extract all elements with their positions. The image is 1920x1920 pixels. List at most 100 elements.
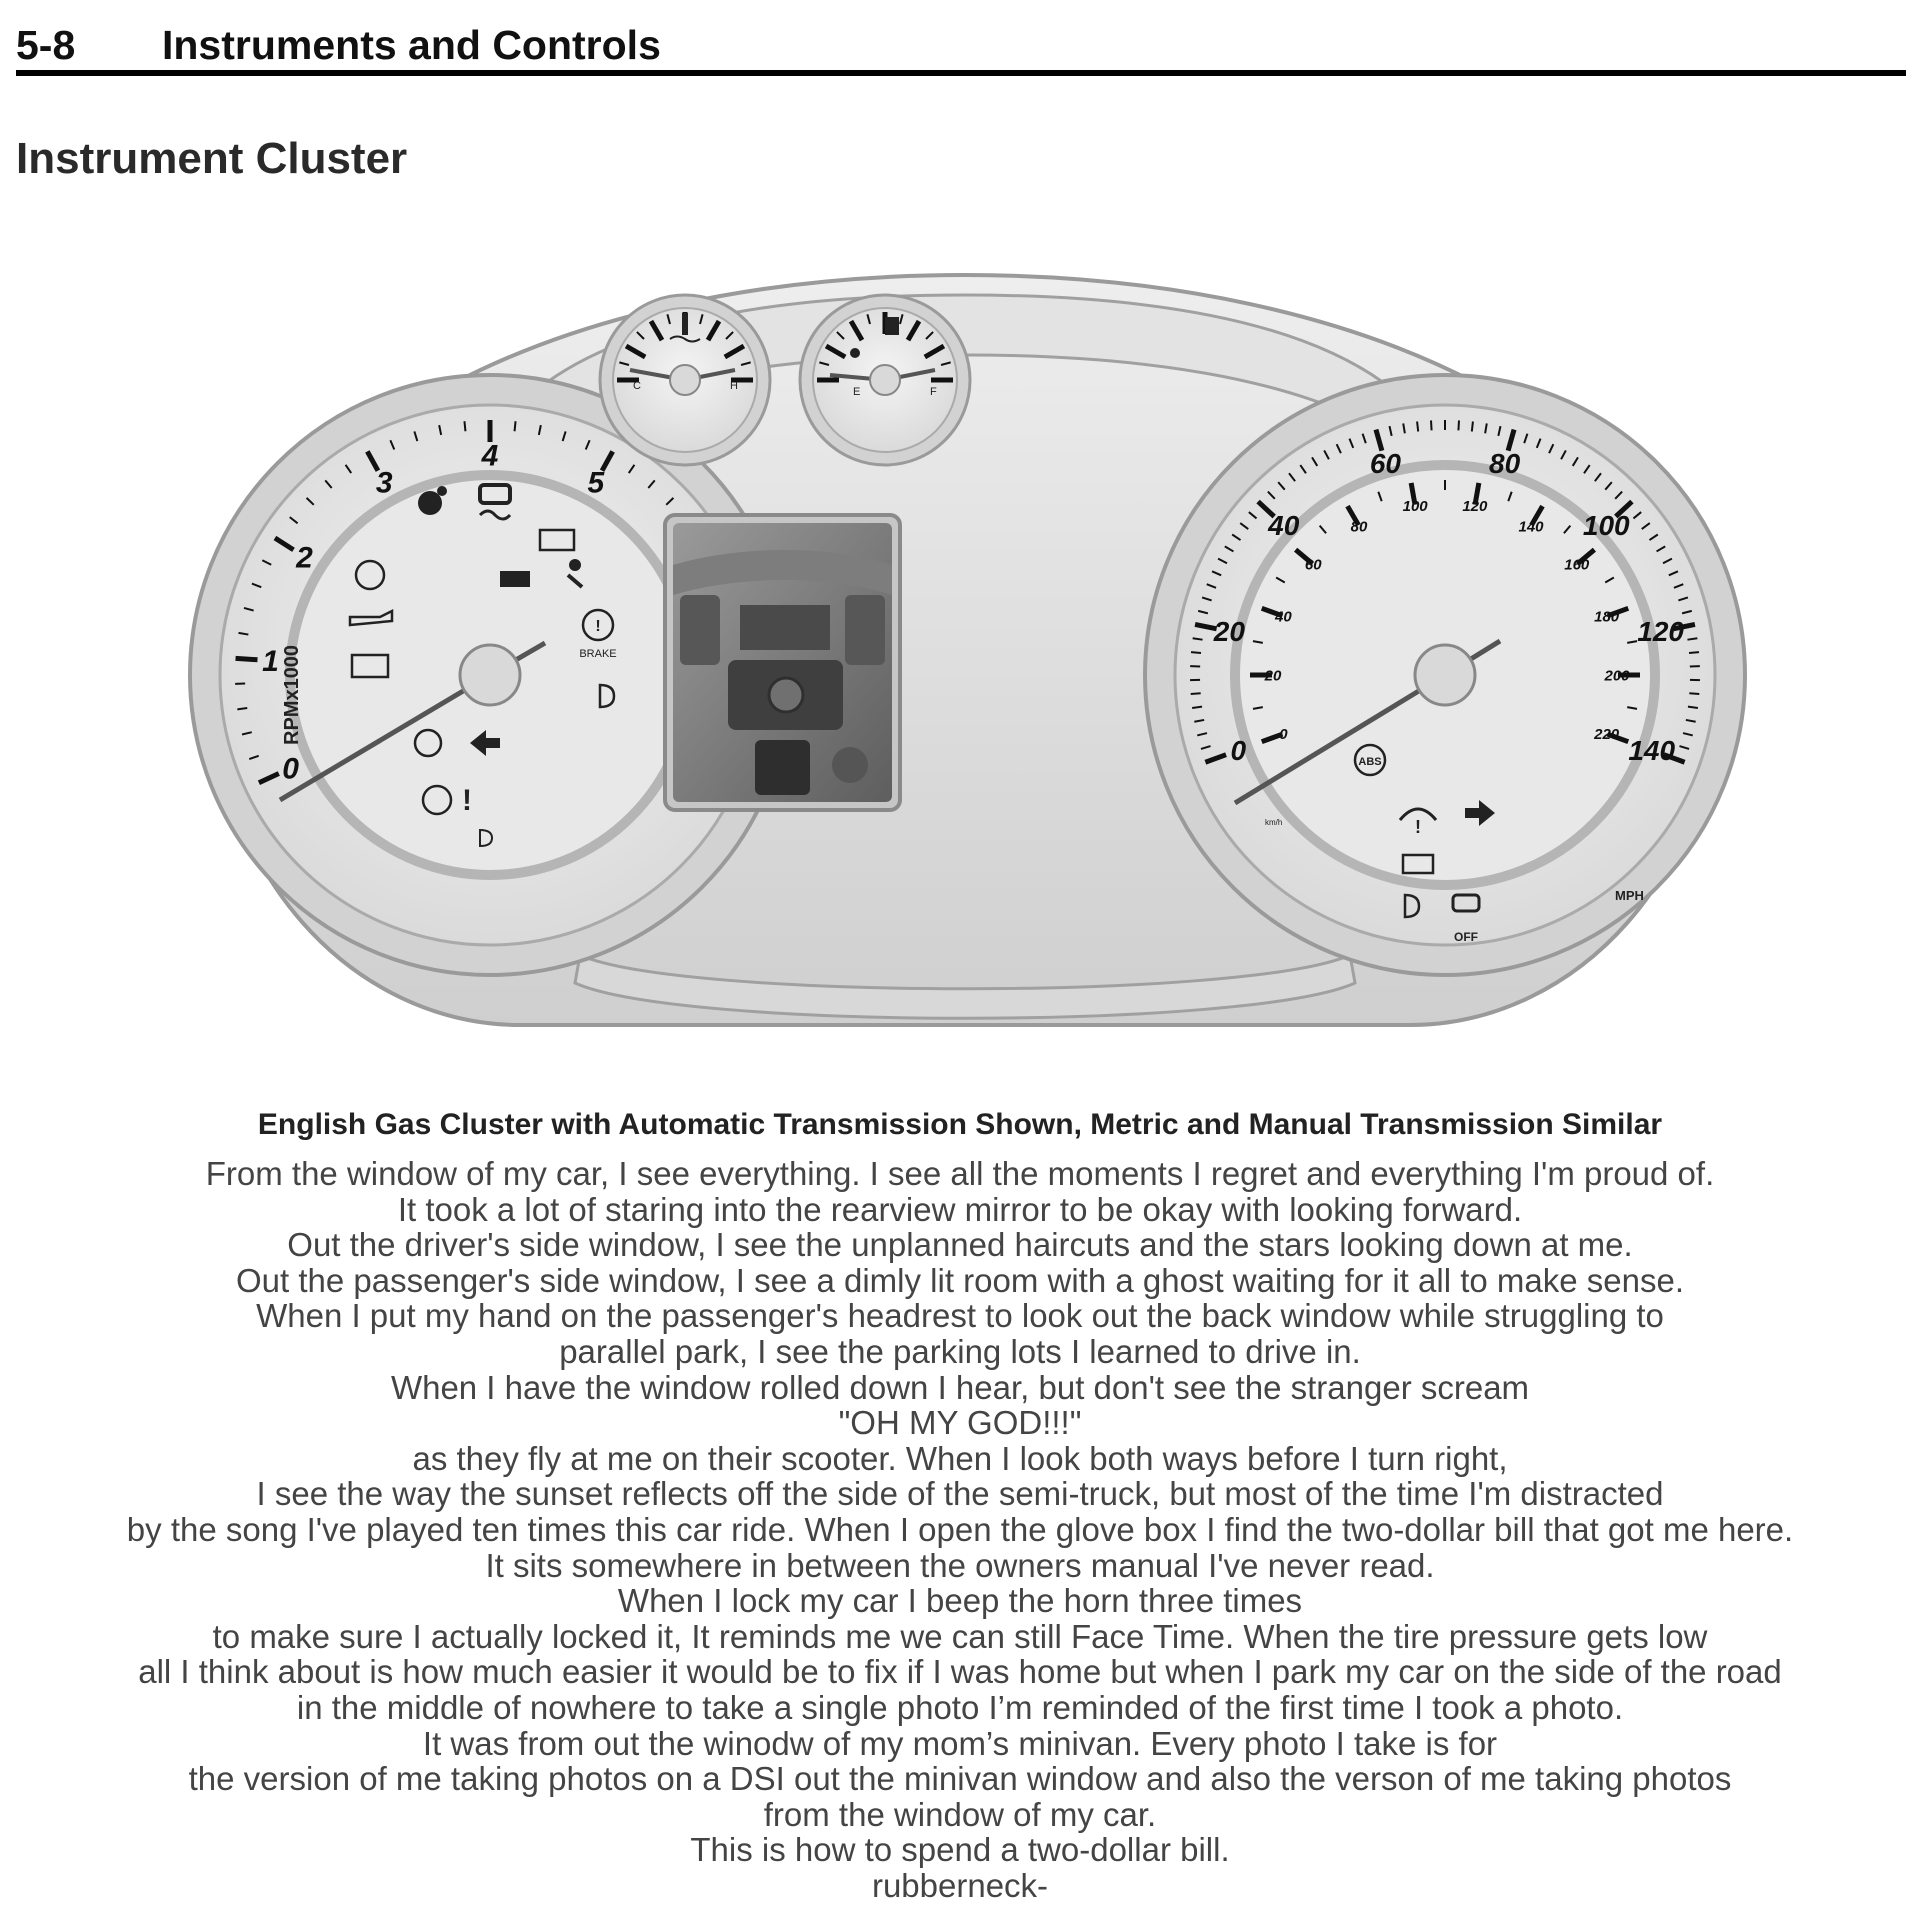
tachometer-minor-tick: [463, 421, 467, 432]
dashboard-shape: [673, 550, 892, 595]
dash-screen-shape: [740, 605, 830, 650]
speedometer-mph-minor-tick: [1641, 522, 1651, 530]
speedometer-mph-minor-tick: [1662, 557, 1673, 565]
poem-line: When I put my hand on the passenger's he…: [256, 1297, 1664, 1335]
instrument-cluster-drawing: 012345678 RPMx1000: [188, 272, 1747, 1027]
speedometer-mph-minor-tick: [1277, 481, 1286, 491]
speedometer-mph-minor-tick: [1430, 420, 1433, 431]
traction-off-label: OFF: [1454, 930, 1478, 944]
tachometer-minor-tick: [647, 479, 656, 489]
bottom-bar: [573, 952, 1357, 1020]
traction-off-icon: OFF: [1451, 893, 1481, 944]
figure-caption: English Gas Cluster with Automatic Trans…: [257, 1108, 1663, 1141]
shifter-shape: [832, 747, 868, 783]
speedometer-mph-minor-tick: [1248, 511, 1258, 520]
engine-service-icon: [1401, 853, 1435, 875]
speedometer-kmh-label: 40: [1274, 608, 1292, 625]
tachometer-minor-tick: [344, 464, 353, 474]
speedometer-hub: [1413, 643, 1477, 707]
thermometer-icon: [669, 313, 701, 343]
tachometer-minor-tick: [248, 754, 260, 761]
brake-label: BRAKE: [579, 648, 616, 660]
speedometer-kmh-label: 60: [1305, 557, 1322, 574]
speedometer-kmh-minor-tick: [1318, 524, 1327, 534]
svg-text:!: !: [1415, 817, 1421, 837]
speedometer-mph-minor-tick: [1687, 637, 1698, 641]
poem-line: "OH MY GOD!!!": [838, 1404, 1082, 1442]
speedometer-outer-ticks: [1190, 420, 1700, 765]
fuel-gauge: E F: [798, 293, 972, 467]
fuel-minor-tick: [819, 361, 830, 366]
speedometer-kmh-minor-tick: [1604, 576, 1615, 584]
coolant-minor-tick: [619, 361, 630, 366]
speedometer-kmh-minor-tick: [1275, 576, 1286, 584]
tachometer-label: 1: [262, 645, 279, 678]
tachometer-minor-tick: [289, 516, 299, 525]
speedometer-mph-minor-tick: [1288, 472, 1296, 482]
tachometer-label: 4: [481, 440, 499, 473]
speedometer-kmh-major-tick: [1260, 731, 1284, 745]
speedometer-kmh-major-tick: [1260, 605, 1284, 619]
speedometer-mph-minor-tick: [1687, 705, 1698, 709]
fuel-minor-tick: [940, 361, 951, 366]
tachometer-minor-tick: [584, 439, 591, 450]
tachometer-major-tick: [365, 450, 381, 472]
coolant-minor-tick: [636, 331, 645, 340]
svg-text:!: !: [462, 784, 472, 817]
speedometer-mph-minor-tick: [1614, 490, 1623, 500]
tachometer-minor-tick: [561, 431, 567, 442]
poem-line: in the middle of nowhere to take a singl…: [296, 1688, 1624, 1726]
security-icon: [500, 571, 530, 587]
tachometer-label: 3: [376, 467, 393, 500]
speedometer-mph-label: 80: [1489, 448, 1521, 479]
fog-lamp-icon: [479, 828, 494, 848]
speedometer-kmh-label: 140: [1518, 518, 1544, 535]
speedometer-mph-minor-tick: [1402, 423, 1406, 434]
tachometer-minor-tick: [537, 424, 542, 436]
tachometer-minor-tick: [251, 582, 262, 589]
tachometer-minor-tick: [438, 424, 443, 436]
page-header: 5-8 Instruments and Controls: [16, 18, 1906, 68]
speedometer-mph-major-tick: [1663, 752, 1686, 765]
speedometer-kmh-minor-tick: [1252, 706, 1263, 710]
tire-pressure-icon: !: [1398, 807, 1438, 837]
speedometer-mph-minor-tick: [1685, 718, 1696, 723]
speedometer-mph-minor-tick: [1299, 464, 1307, 474]
speedometer-mph-minor-tick: [1267, 490, 1276, 500]
speedometer-kmh-major-tick: [1345, 504, 1361, 527]
tachometer-minor-tick: [324, 479, 333, 489]
fuel-major-tick: [824, 343, 847, 360]
speedometer-mph-minor-tick: [1190, 651, 1202, 655]
poem-line: When I have the window rolled down I hea…: [390, 1368, 1530, 1406]
coolant-gauge: C H: [598, 293, 772, 467]
speedometer-mph-label: 0: [1230, 735, 1246, 766]
speedometer-kmh-label: 180: [1594, 608, 1620, 625]
speedometer-kmh-major-tick: [1294, 547, 1315, 566]
coolant-major-tick: [705, 319, 722, 342]
tachometer-label: 0: [282, 752, 299, 785]
svg-text:!: !: [595, 618, 600, 635]
speedometer-mph-label: 120: [1637, 616, 1684, 647]
speedometer-mph-major-tick: [1505, 428, 1517, 452]
cruise-control-icon: [413, 728, 443, 758]
speedometer-mph-minor-tick: [1388, 425, 1393, 437]
speedometer-mph-minor-tick: [1656, 545, 1666, 553]
speedometer-mph-minor-tick: [1681, 609, 1693, 615]
speedometer-mph-major-tick: [1614, 499, 1634, 519]
poem-line: When I lock my car I beep the horn three…: [617, 1582, 1303, 1620]
poem-line: From the window of my car, I see everyth…: [205, 1155, 1715, 1192]
poem-line: rubberneck-: [871, 1866, 1049, 1904]
speedometer-mph-major-tick: [1194, 622, 1218, 632]
fuel-empty-label: E: [853, 386, 860, 398]
speedometer-inner-ticks: [1250, 480, 1640, 745]
speedometer-mph-minor-tick: [1548, 443, 1555, 454]
tachometer-minor-tick: [238, 631, 249, 636]
speedometer-mph-minor-tick: [1361, 433, 1367, 444]
poem-line: This is how to spend a two-dollar bill.: [690, 1831, 1230, 1869]
speedometer-mph-label: 60: [1370, 448, 1402, 479]
speedometer-mph-label: 20: [1213, 616, 1246, 647]
poem-line: It was from out the winodw of my mom’s m…: [422, 1724, 1498, 1762]
speedometer-kmh-major-tick: [1606, 605, 1630, 619]
tachometer-minor-tick: [305, 497, 315, 506]
